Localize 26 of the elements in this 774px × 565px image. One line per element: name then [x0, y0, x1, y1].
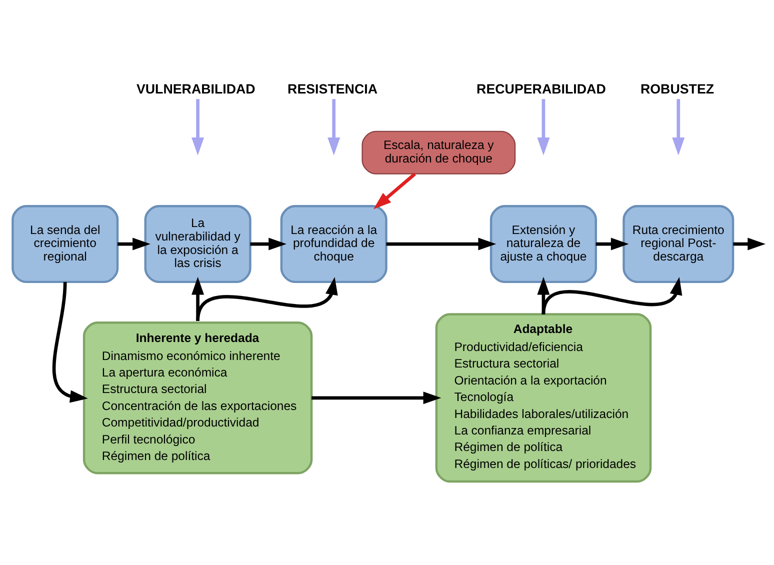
node-box: La vulnerabilidad y la exposición a las crisis: [144, 205, 252, 284]
node-text: RECUPERABILIDAD: [476, 82, 606, 97]
node-box: Extensión y naturaleza de ajuste a choque: [490, 205, 597, 284]
arrow: [192, 99, 204, 156]
node-box: Inherente y heredada Dinamismo económico inherente La apertura económica Estructura sectorial Concentración de las exportaciones Competitividad/productividad Perfil tecnológico Régimen de política: [82, 322, 313, 474]
node-box: Adaptable Productividad/eficiencia Estructura sectorial Orientación a la exportación Tecnología Habilidades laborales/utilización La confianza empresarial Régimen de política Régimen de políticas/ prioridades: [435, 313, 652, 483]
arrow: [250, 238, 286, 250]
arrow: [537, 99, 550, 156]
arrow: [373, 172, 416, 210]
node-box: Escala, naturaleza y duración de choque: [362, 130, 516, 174]
node-text: VULNERABILIDAD: [136, 82, 256, 97]
arrow: [118, 238, 150, 250]
arrow: [542, 276, 682, 315]
node-box: La reacción a la profundidad de choque: [280, 205, 388, 284]
arrow: [52, 282, 88, 403]
arrow: [733, 238, 766, 250]
arrow: [672, 99, 685, 156]
arrow: [386, 238, 496, 250]
node-text: ROBUSTEZ: [640, 82, 714, 97]
node-box: Ruta crecimiento regional Post-descarga: [622, 205, 734, 284]
arrow: [196, 276, 338, 322]
node-text: RESISTENCIA: [288, 82, 378, 97]
arrow: [312, 392, 442, 404]
arrow: [596, 238, 629, 250]
arrow: [328, 99, 340, 156]
node-box: La senda del crecimiento regional: [12, 205, 119, 284]
